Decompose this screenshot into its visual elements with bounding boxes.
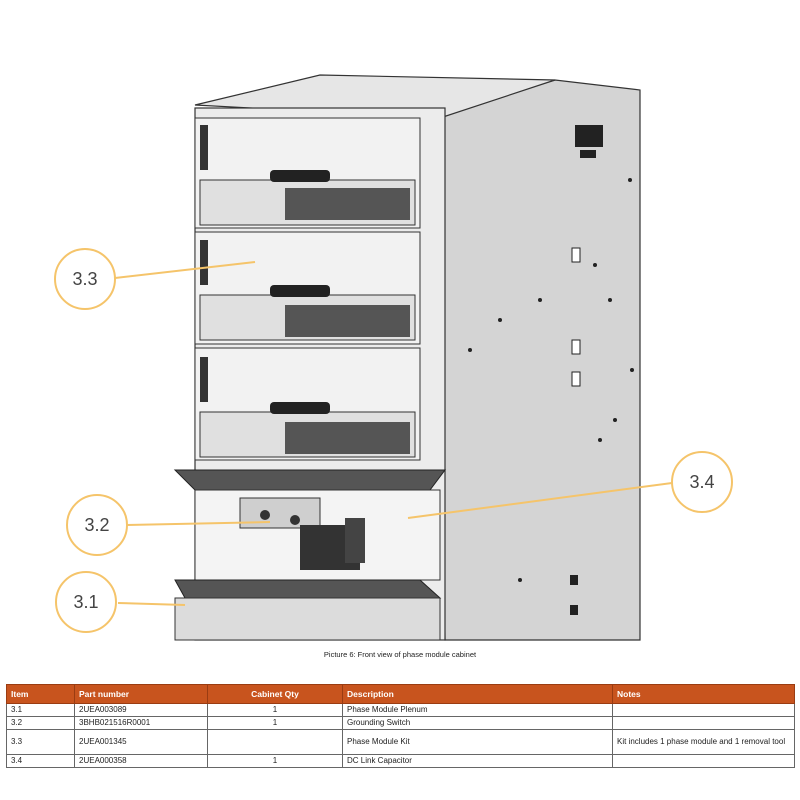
callout-3-4: 3.4 xyxy=(671,451,733,513)
table-row: 3.4 2UEA000358 1 DC Link Capacitor xyxy=(6,754,795,768)
column-header-description: Description xyxy=(342,684,613,704)
leader-line-3-2 xyxy=(126,521,271,526)
column-header-part-number: Part number xyxy=(74,684,208,704)
cell-qty: 1 xyxy=(207,703,343,717)
cell-description: Phase Module Plenum xyxy=(342,703,613,717)
cell-description: Grounding Switch xyxy=(342,716,613,730)
cell-description: DC Link Capacitor xyxy=(342,754,613,768)
module-shelf xyxy=(173,469,446,491)
callout-3-1: 3.1 xyxy=(55,571,117,633)
cell-qty: 1 xyxy=(207,754,343,768)
table-row: 3.2 3BHB021516R0001 1 Grounding Switch xyxy=(6,716,795,730)
table-row: 3.3 2UEA001345 Phase Module Kit Kit incl… xyxy=(6,729,795,755)
cell-item: 3.2 xyxy=(6,716,75,730)
figure-caption: Picture 6: Front view of phase module ca… xyxy=(323,650,477,659)
cell-part-number: 2UEA001345 xyxy=(74,729,208,755)
cell-description: Phase Module Kit xyxy=(342,729,613,755)
cell-part-number: 3BHB021516R0001 xyxy=(74,716,208,730)
cell-part-number: 2UEA000358 xyxy=(74,754,208,768)
phase-module-middle xyxy=(194,231,421,345)
callout-3-2: 3.2 xyxy=(66,494,128,556)
column-header-cabinet-qty: Cabinet Qty xyxy=(207,684,343,704)
table-row: 3.1 2UEA003089 1 Phase Module Plenum xyxy=(6,703,795,717)
leader-line-3-1 xyxy=(117,602,186,606)
dc-link-capacitor xyxy=(300,518,365,570)
column-header-notes: Notes xyxy=(612,684,795,704)
cell-qty xyxy=(207,729,343,755)
cabinet-illustration: 3.3 3.4 3.2 3.1 xyxy=(54,74,733,641)
callout-3-3: 3.3 xyxy=(54,248,116,310)
phase-module-bottom xyxy=(194,347,421,461)
cabinet-side-panel xyxy=(439,79,641,641)
grounding-switch xyxy=(239,497,321,529)
cell-notes xyxy=(612,754,795,768)
leader-line-3-4 xyxy=(407,482,673,519)
callout-3-4-label: 3.4 xyxy=(689,472,714,492)
phase-module-plenum xyxy=(174,597,441,641)
cell-part-number: 2UEA003089 xyxy=(74,703,208,717)
leader-line-3-3 xyxy=(114,261,256,279)
phase-module-top xyxy=(194,117,421,229)
cell-item: 3.3 xyxy=(6,729,75,755)
callout-3-1-label: 3.1 xyxy=(73,592,98,612)
cell-item: 3.4 xyxy=(6,754,75,768)
table-header-row: Item Part number Cabinet Qty Description… xyxy=(6,684,795,704)
callout-3-3-label: 3.3 xyxy=(72,269,97,289)
cell-item: 3.1 xyxy=(6,703,75,717)
plenum-top xyxy=(174,579,442,599)
cell-notes xyxy=(612,703,795,717)
cell-notes: Kit includes 1 phase module and 1 remova… xyxy=(612,729,795,755)
cell-qty: 1 xyxy=(207,716,343,730)
callout-3-2-label: 3.2 xyxy=(84,515,109,535)
side-panel-holes xyxy=(468,125,634,615)
cell-notes xyxy=(612,716,795,730)
parts-table: Item Part number Cabinet Qty Description… xyxy=(6,684,795,768)
column-header-item: Item xyxy=(6,684,75,704)
